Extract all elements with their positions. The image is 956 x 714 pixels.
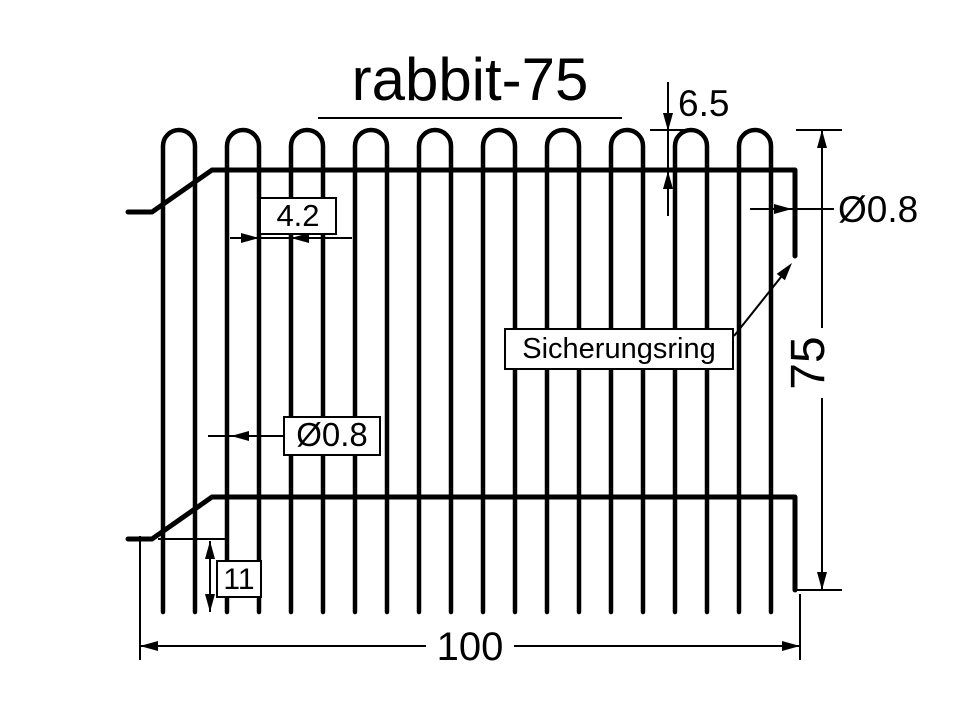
dim-loop-height-value: 6.5: [678, 83, 729, 124]
fence-loop: [224, 127, 262, 615]
dim-loop-height: 6.5: [650, 82, 729, 216]
label-box: [216, 560, 262, 598]
arrowhead-down-icon: [663, 113, 673, 131]
dim-bottom-overhang-value: 11: [223, 563, 254, 596]
arrowhead-down-icon: [205, 594, 215, 612]
arrowhead-up-icon: [663, 171, 673, 189]
fence-loop: [544, 127, 582, 615]
label-box: [504, 328, 734, 370]
label-box: [259, 197, 337, 235]
dim-wire-diameter-right-value: Ø0.8: [838, 189, 918, 230]
retaining-ring-label: Sicherungsring: [522, 333, 715, 365]
dim-wire-diameter-left-value: Ø0.8: [296, 416, 368, 453]
dim-bar-spacing-value: 4.2: [276, 198, 319, 233]
dim-wire-diameter-left: Ø0.8: [208, 416, 381, 456]
dim-panel-height-value: 75: [782, 336, 835, 389]
arrowhead-left-icon: [291, 233, 309, 243]
leader-line: [733, 276, 782, 337]
fence-loop: [288, 127, 326, 615]
fence-loop: [352, 127, 390, 615]
label-box: [283, 416, 381, 456]
arrowhead-upright-icon: [776, 263, 792, 281]
fence-loop: [160, 127, 198, 615]
arrowhead-up-icon: [205, 541, 215, 559]
arrowhead-right-icon: [241, 233, 259, 243]
callout-retaining-ring: Sicherungsring: [504, 263, 792, 370]
dim-bar-spacing: 4.2: [230, 197, 352, 243]
top-rail: [125, 167, 798, 259]
drawing-title: rabbit-75: [352, 46, 589, 113]
dim-panel-height: 75: [782, 129, 842, 591]
arrowhead-down-icon: [817, 572, 827, 590]
dim-bottom-overhang: 11: [158, 538, 262, 612]
arrowhead-left-icon: [231, 431, 249, 441]
fence-loop: [672, 127, 710, 615]
fence-loop: [480, 127, 518, 615]
arrowhead-right-icon: [782, 641, 800, 651]
drawing-title-group: rabbit-75: [318, 46, 622, 119]
arrowhead-left-icon: [140, 641, 158, 651]
arrowhead-up-icon: [817, 130, 827, 148]
arrowhead-right-icon: [774, 204, 792, 214]
dim-panel-width: 100: [139, 536, 801, 669]
bottom-rail: [125, 494, 798, 593]
fence-loop: [736, 127, 774, 615]
fence-loop: [608, 127, 646, 615]
fence-loop: [416, 127, 454, 615]
dim-wire-diameter-right: Ø0.8: [750, 189, 918, 230]
dim-panel-width-value: 100: [437, 625, 504, 669]
fence-geometry: [125, 127, 798, 615]
